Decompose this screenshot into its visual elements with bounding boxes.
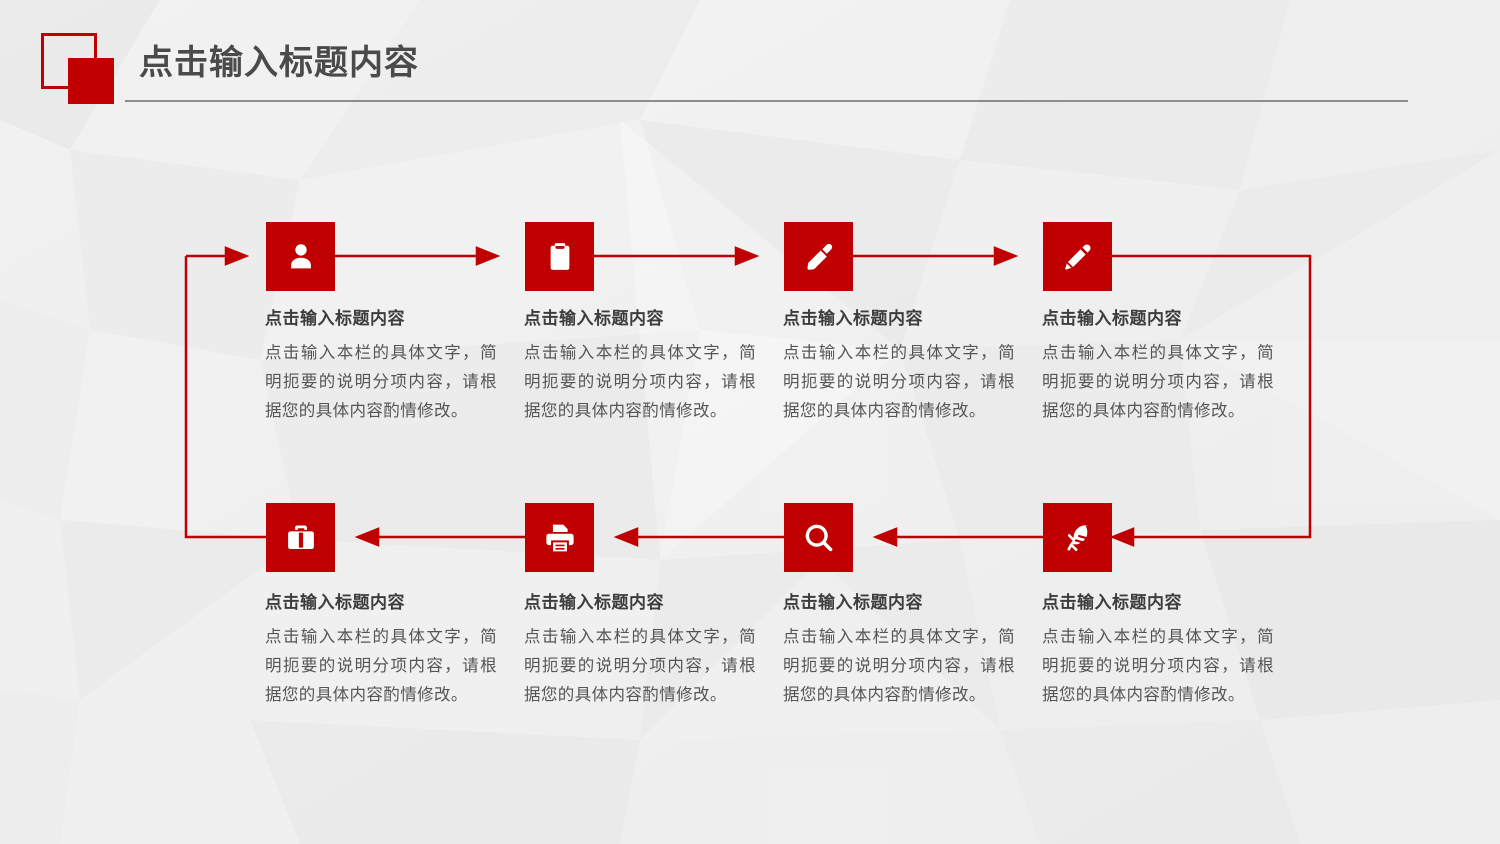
step-text-block-4: 点击输入标题内容 点击输入本栏的具体文字，简明扼要的说明分项内容，请根据您的具体… bbox=[1042, 308, 1274, 426]
step-icon-tile-7[interactable] bbox=[784, 503, 853, 572]
step-title-1: 点击输入标题内容 bbox=[265, 309, 405, 328]
step-title-7: 点击输入标题内容 bbox=[783, 593, 923, 612]
step-icon-tile-5[interactable] bbox=[266, 503, 335, 572]
step-text-block-3: 点击输入标题内容 点击输入本栏的具体文字，简明扼要的说明分项内容，请根据您的具体… bbox=[783, 308, 1015, 426]
page-title: 点击输入标题内容 bbox=[139, 44, 419, 82]
clipboard-icon bbox=[550, 242, 569, 270]
search-icon bbox=[805, 524, 832, 551]
step-icon-tile-6[interactable] bbox=[525, 503, 594, 572]
header-divider bbox=[125, 100, 1408, 102]
flashlight-icon bbox=[807, 243, 832, 270]
step-icon-tile-2[interactable] bbox=[525, 222, 594, 291]
step-title-8: 点击输入标题内容 bbox=[1042, 593, 1182, 612]
step-body-2: 点击输入本栏的具体文字，简明扼要的说明分项内容，请根据您的具体内容酌情修改。 bbox=[524, 344, 756, 420]
step-title-5: 点击输入标题内容 bbox=[265, 593, 405, 612]
step-body-5: 点击输入本栏的具体文字，简明扼要的说明分项内容，请根据您的具体内容酌情修改。 bbox=[265, 628, 497, 704]
step-body-1: 点击输入本栏的具体文字，简明扼要的说明分项内容，请根据您的具体内容酌情修改。 bbox=[265, 344, 497, 420]
feather-icon bbox=[1066, 524, 1088, 551]
step-icon-tile-4[interactable] bbox=[1043, 222, 1112, 291]
step-text-block-5: 点击输入标题内容 点击输入本栏的具体文字，简明扼要的说明分项内容，请根据您的具体… bbox=[265, 592, 497, 710]
step-title-6: 点击输入标题内容 bbox=[524, 593, 664, 612]
step-body-7: 点击输入本栏的具体文字，简明扼要的说明分项内容，请根据您的具体内容酌情修改。 bbox=[783, 628, 1015, 704]
step-icon-tile-1[interactable] bbox=[266, 222, 335, 291]
step-title-4: 点击输入标题内容 bbox=[1042, 309, 1182, 328]
step-text-block-7: 点击输入标题内容 点击输入本栏的具体文字，简明扼要的说明分项内容，请根据您的具体… bbox=[783, 592, 1015, 710]
step-icon-tile-8[interactable] bbox=[1043, 503, 1112, 572]
step-body-3: 点击输入本栏的具体文字，简明扼要的说明分项内容，请根据您的具体内容酌情修改。 bbox=[783, 344, 1015, 420]
slide-header: 点击输入标题内容 bbox=[0, 0, 1500, 120]
step-text-block-2: 点击输入标题内容 点击输入本栏的具体文字，简明扼要的说明分项内容，请根据您的具体… bbox=[524, 308, 756, 426]
step-title-3: 点击输入标题内容 bbox=[783, 309, 923, 328]
user-icon bbox=[290, 243, 311, 268]
step-text-block-6: 点击输入标题内容 点击输入本栏的具体文字，简明扼要的说明分项内容，请根据您的具体… bbox=[524, 592, 756, 710]
step-title-2: 点击输入标题内容 bbox=[524, 309, 664, 328]
step-text-block-8: 点击输入标题内容 点击输入本栏的具体文字，简明扼要的说明分项内容，请根据您的具体… bbox=[1042, 592, 1274, 710]
square-filled-icon bbox=[68, 58, 114, 104]
step-icon-tile-3[interactable] bbox=[784, 222, 853, 291]
step-body-8: 点击输入本栏的具体文字，简明扼要的说明分项内容，请根据您的具体内容酌情修改。 bbox=[1042, 628, 1274, 704]
step-body-4: 点击输入本栏的具体文字，简明扼要的说明分项内容，请根据您的具体内容酌情修改。 bbox=[1042, 344, 1274, 420]
briefcase-icon bbox=[287, 525, 314, 549]
pencil-icon bbox=[1064, 243, 1091, 269]
step-body-6: 点击输入本栏的具体文字，简明扼要的说明分项内容，请根据您的具体内容酌情修改。 bbox=[524, 628, 756, 704]
printer-icon bbox=[545, 524, 574, 551]
step-text-block-1: 点击输入标题内容 点击输入本栏的具体文字，简明扼要的说明分项内容，请根据您的具体… bbox=[265, 308, 497, 426]
